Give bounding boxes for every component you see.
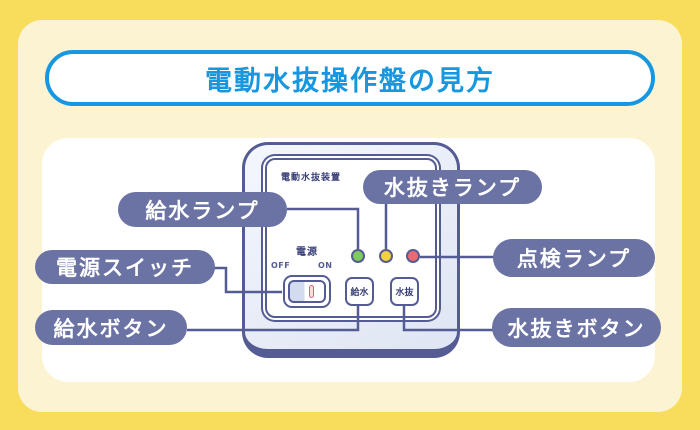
switch-off-label: OFF xyxy=(271,261,291,270)
power-switch-indicator xyxy=(309,285,314,298)
power-section-label: 電源 xyxy=(296,247,318,258)
callout-drain-button: 水抜きボタン xyxy=(492,308,661,347)
inspection-lamp-illustration xyxy=(406,249,420,263)
callout-supply-lamp: 給水ランプ xyxy=(118,192,287,227)
drain-button-illustration: 水抜 xyxy=(390,277,419,306)
title-banner: 電動水抜操作盤の見方 xyxy=(45,50,655,106)
callout-inspection-lamp: 点検ランプ xyxy=(493,239,655,277)
device-name-label: 電動水抜装置 xyxy=(281,173,342,183)
callout-supply-button: 給水ボタン xyxy=(35,310,187,345)
power-switch-rocker xyxy=(288,280,326,303)
callout-power-switch: 電源スイッチ xyxy=(35,250,215,284)
callout-drain-lamp: 水抜きランプ xyxy=(363,170,542,204)
supply-lamp-illustration xyxy=(351,249,365,263)
page-title: 電動水抜操作盤の見方 xyxy=(205,65,495,97)
drain-lamp-illustration xyxy=(379,249,393,263)
switch-on-label: ON xyxy=(318,261,333,270)
supply-button-illustration: 給水 xyxy=(345,277,374,306)
